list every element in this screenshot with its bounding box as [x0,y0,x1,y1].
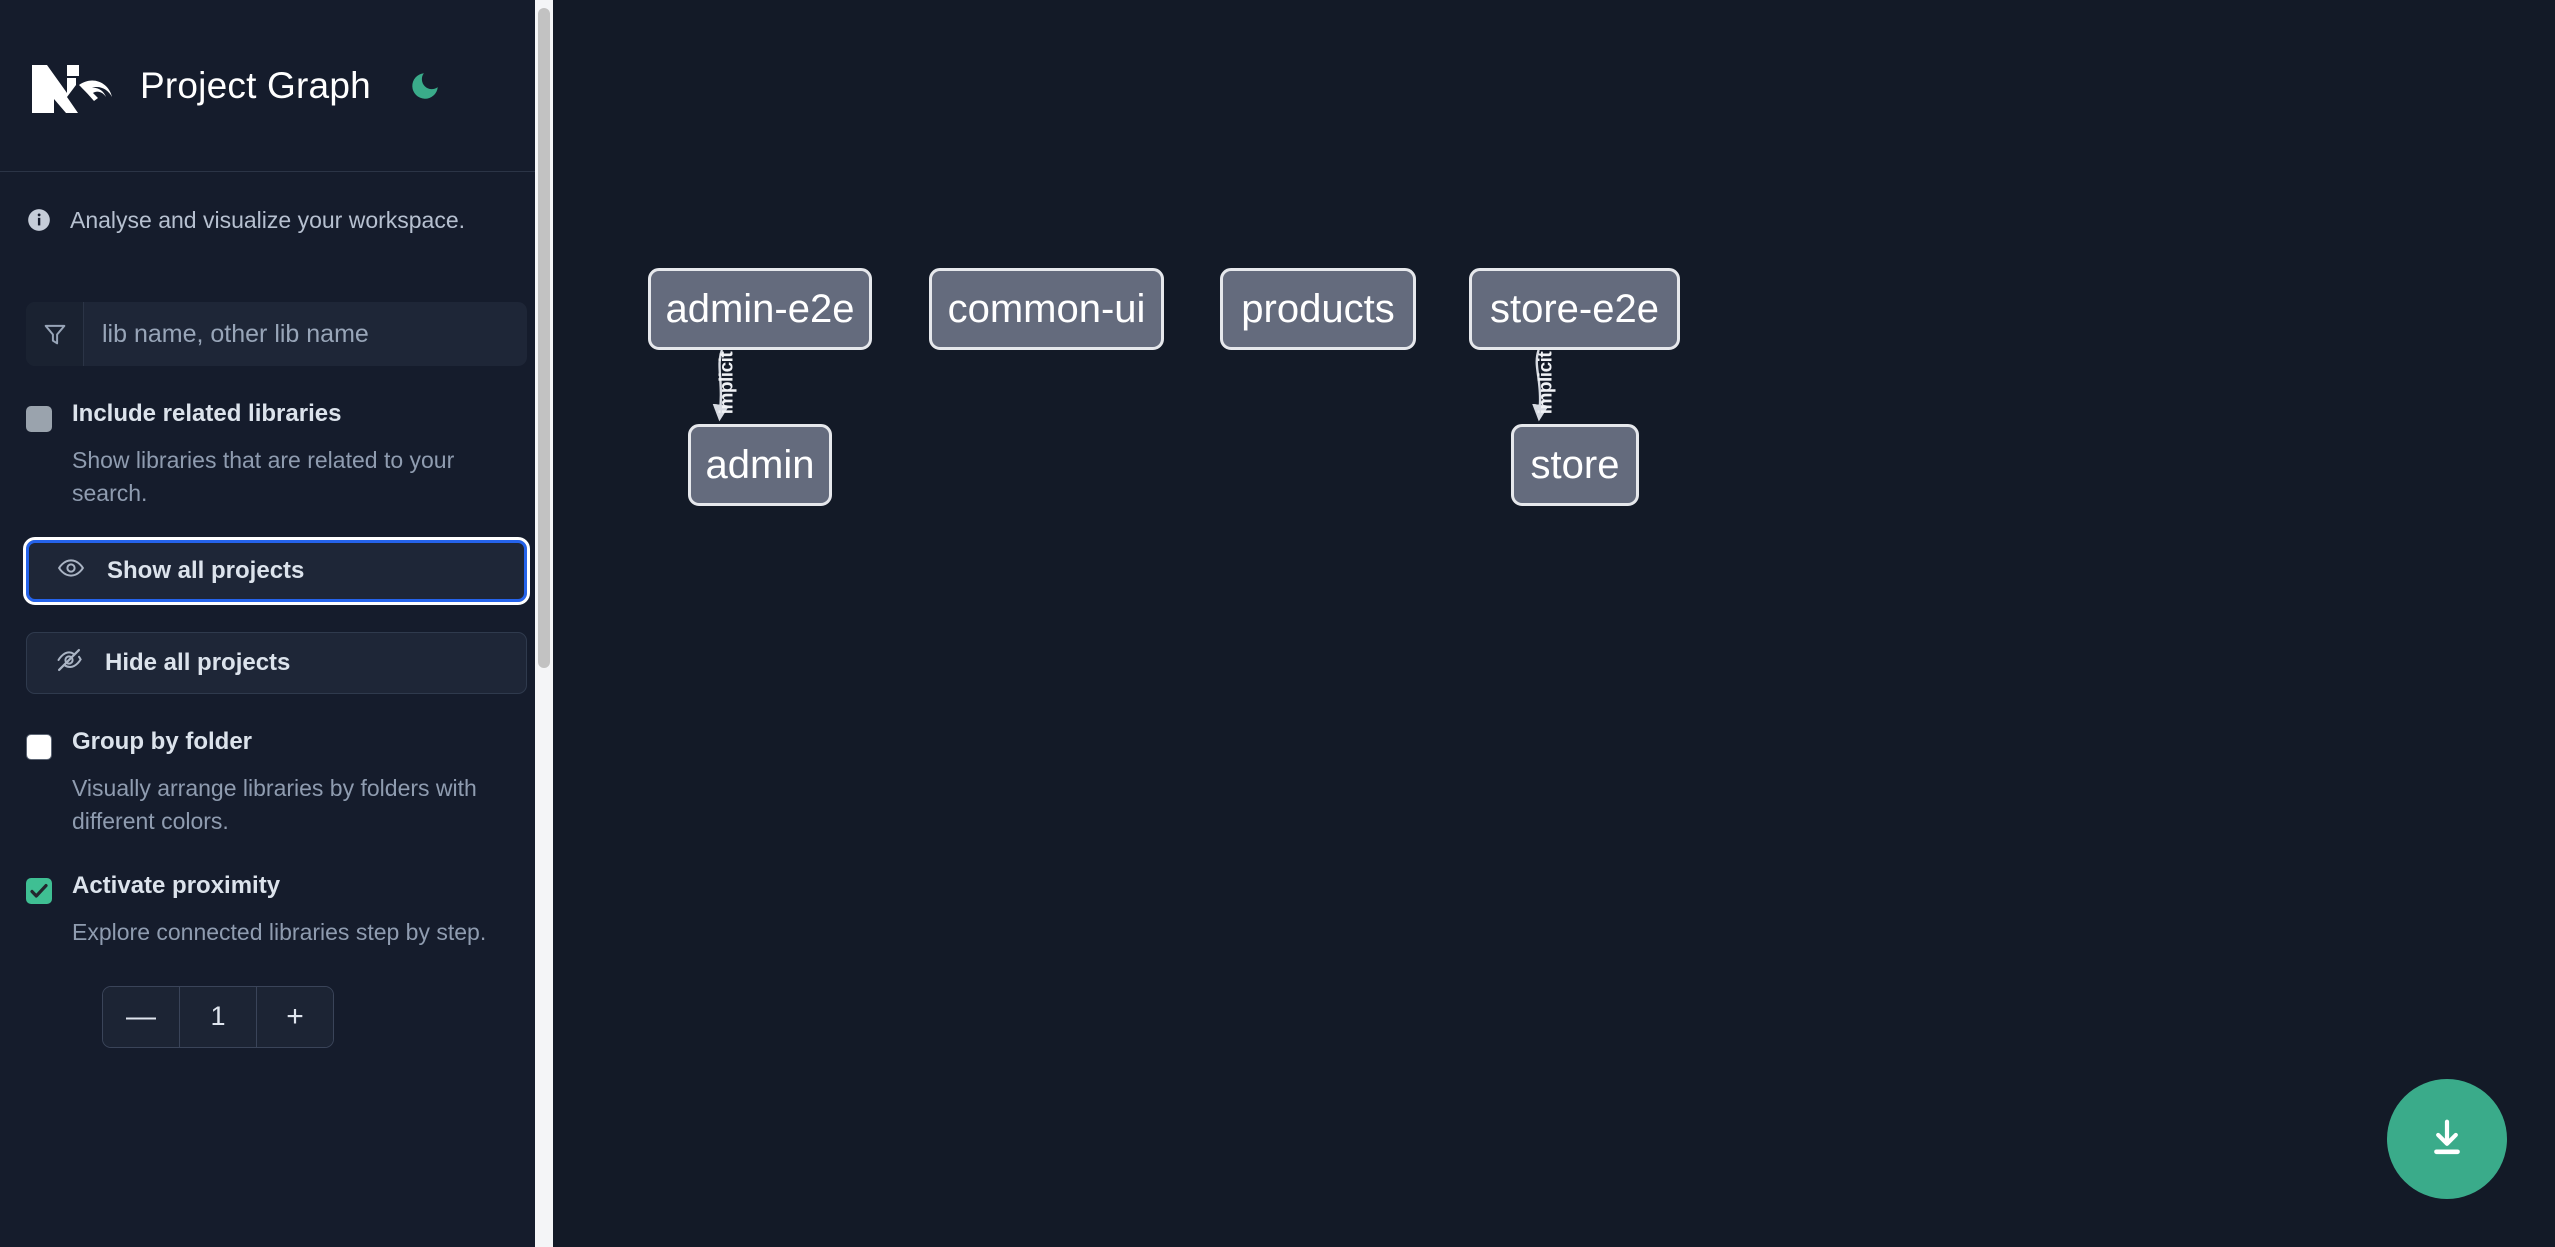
search-input[interactable] [84,302,527,366]
filter-funnel-icon [26,302,84,366]
info-circle-icon [26,207,52,233]
graph-node-products[interactable]: products [1220,268,1416,350]
eye-icon [57,554,85,589]
graph-node-label: store-e2e [1490,286,1659,331]
sidebar-scrollbar[interactable] [535,0,553,1247]
checkbox-group-by-folder[interactable] [26,734,52,761]
page-title: Project Graph [140,64,371,106]
checkbox-activate-proximity[interactable] [26,878,52,905]
graph-node-admin[interactable]: admin [688,424,832,506]
moon-icon[interactable] [401,62,449,110]
graph-node-store-e2e[interactable]: store-e2e [1469,268,1680,350]
proximity-increment-button[interactable]: + [257,986,333,1047]
option-label: Group by folder [72,728,252,756]
graph-edge-label: implicit [715,351,737,415]
eye-off-icon [55,646,83,681]
graph-canvas[interactable]: admin-e2e common-ui products store-e2e admin… [553,0,2555,1247]
sidebar: Project Graph Analyse and visualize your… [0,0,553,1247]
download-icon [2424,1115,2470,1164]
option-description: Explore connected libraries step by step… [72,919,487,946]
sidebar-header: Project Graph [0,0,553,172]
proximity-decrement-button[interactable]: — [103,986,179,1047]
sidebar-body: Analyse and visualize your workspace. In… [0,172,553,1048]
option-label: Include related libraries [72,400,342,427]
tagline: Analyse and visualize your workspace. [26,172,527,268]
graph-node-label: store [1530,442,1620,487]
hide-all-projects-button[interactable]: Hide all projects [26,632,527,695]
show-all-projects-label: Show all projects [107,557,305,585]
filter-row [26,302,527,366]
tagline-text: Analyse and visualize your workspace. [70,206,466,233]
graph-node-store[interactable]: store [1511,424,1639,506]
checkbox-include-related-libraries[interactable] [26,406,52,432]
graph-edges [712,349,1549,422]
graph-node-label: common-ui [947,286,1146,331]
graph-node-label: products [1241,286,1395,331]
graph-node-label: admin [705,442,815,487]
proximity-value: 1 [179,986,257,1047]
option-label: Activate proximity [72,872,281,900]
graph-node-common-ui[interactable]: common-ui [929,268,1164,350]
download-graph-button[interactable] [2387,1079,2507,1199]
sidebar-scrollbar-thumb[interactable] [538,8,550,668]
graph-node-admin-e2e[interactable]: admin-e2e [648,268,872,350]
proximity-stepper: — 1 + [102,985,334,1048]
nx-logo-icon [26,55,114,117]
option-include-related-libraries[interactable]: Include related libraries Show libraries… [26,400,527,510]
graph-node-label: admin-e2e [665,286,855,331]
show-all-projects-button[interactable]: Show all projects [23,537,530,606]
option-description: Show libraries that are related to your … [72,447,455,507]
graph-edge-label: implicit [1534,351,1556,415]
option-description: Visually arrange libraries by folders wi… [72,775,477,835]
option-activate-proximity[interactable]: Activate proximity Explore connected lib… [26,872,527,949]
hide-all-projects-label: Hide all projects [105,649,291,677]
option-group-by-folder[interactable]: Group by folder Visually arrange librari… [26,728,527,838]
